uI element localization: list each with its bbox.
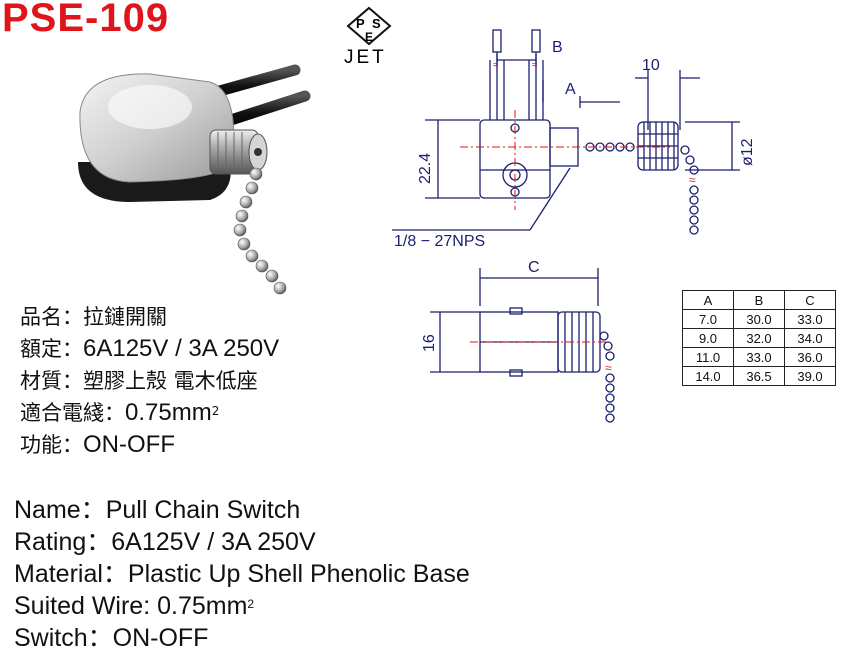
spec-en-wire: Suited Wire: 0.75mm2 [14,592,255,620]
table-cell: 30.0 [733,309,785,329]
spec-zh-wire: 適合電綫：0.75mm2 [20,399,220,426]
table-cell: 11.0 [682,347,734,367]
spec-en-name: Name：Pull Chain Switch [14,496,301,524]
center-lines [460,110,670,210]
table-cell: 7.0 [682,309,734,329]
svg-text:≈: ≈ [605,361,612,375]
dim-label-b: B [552,39,563,56]
table-cell: 36.5 [733,366,785,386]
table-cell: 33.0 [784,309,836,329]
spec-zh-function: 功能：ON-OFF [20,431,175,458]
svg-text:≈: ≈ [532,60,538,71]
table-header-cell: C [784,290,836,310]
dim-label-22-4: 22.4 [417,153,434,184]
dim-label-a: A [565,81,576,98]
dim-label-10: 10 [642,57,660,74]
table-cell: 34.0 [784,328,836,348]
cert-letter-s: S [372,16,381,31]
table-header-row: A B C [682,290,836,310]
table-cell: 33.0 [733,347,785,367]
model-title: PSE-109 [2,0,170,40]
cert-brand: JET [344,47,387,68]
svg-text:≈: ≈ [493,60,499,71]
dimension-drawing-side: ≈ ≈ ≈ B A 10 22.4 ø12 1/8 − 27NPS [392,29,756,250]
table-cell: 36.0 [784,347,836,367]
spec-en-material: Material：Plastic Up Shell Phenolic Base [14,560,470,588]
cert-letter-e: E [365,30,373,44]
dim-label-thread: 1/8 − 27NPS [394,233,485,250]
table-header-cell: A [682,290,734,310]
table-cell: 39.0 [784,366,836,386]
spec-zh-material: 材質：塑膠上殼 電木低座 [20,369,258,393]
pse-jet-cert-mark: P S E JET [344,6,392,68]
table-cell: 14.0 [682,366,734,386]
metal-bushing [209,129,268,175]
table-cell: 32.0 [733,328,785,348]
dim-label-c: C [528,259,540,276]
bead-chain [233,167,287,295]
dim-label-dia-12: ø12 [739,138,756,166]
spec-en-rating: Rating：6A125V / 3A 250V [14,528,316,556]
table-header-cell: B [733,290,785,310]
dimension-drawing-top: ≈ C 16 [421,259,615,423]
svg-text:≈: ≈ [689,173,696,187]
spec-zh-name: 品名：拉鏈開關 [20,305,167,329]
product-photo [78,64,311,295]
spec-en-switch: Switch：ON-OFF [14,624,209,652]
spec-zh-rating: 額定：6A125V / 3A 250V [20,335,280,362]
cert-letter-p: P [356,16,365,31]
table-cell: 9.0 [682,328,734,348]
dim-label-16: 16 [421,334,438,352]
